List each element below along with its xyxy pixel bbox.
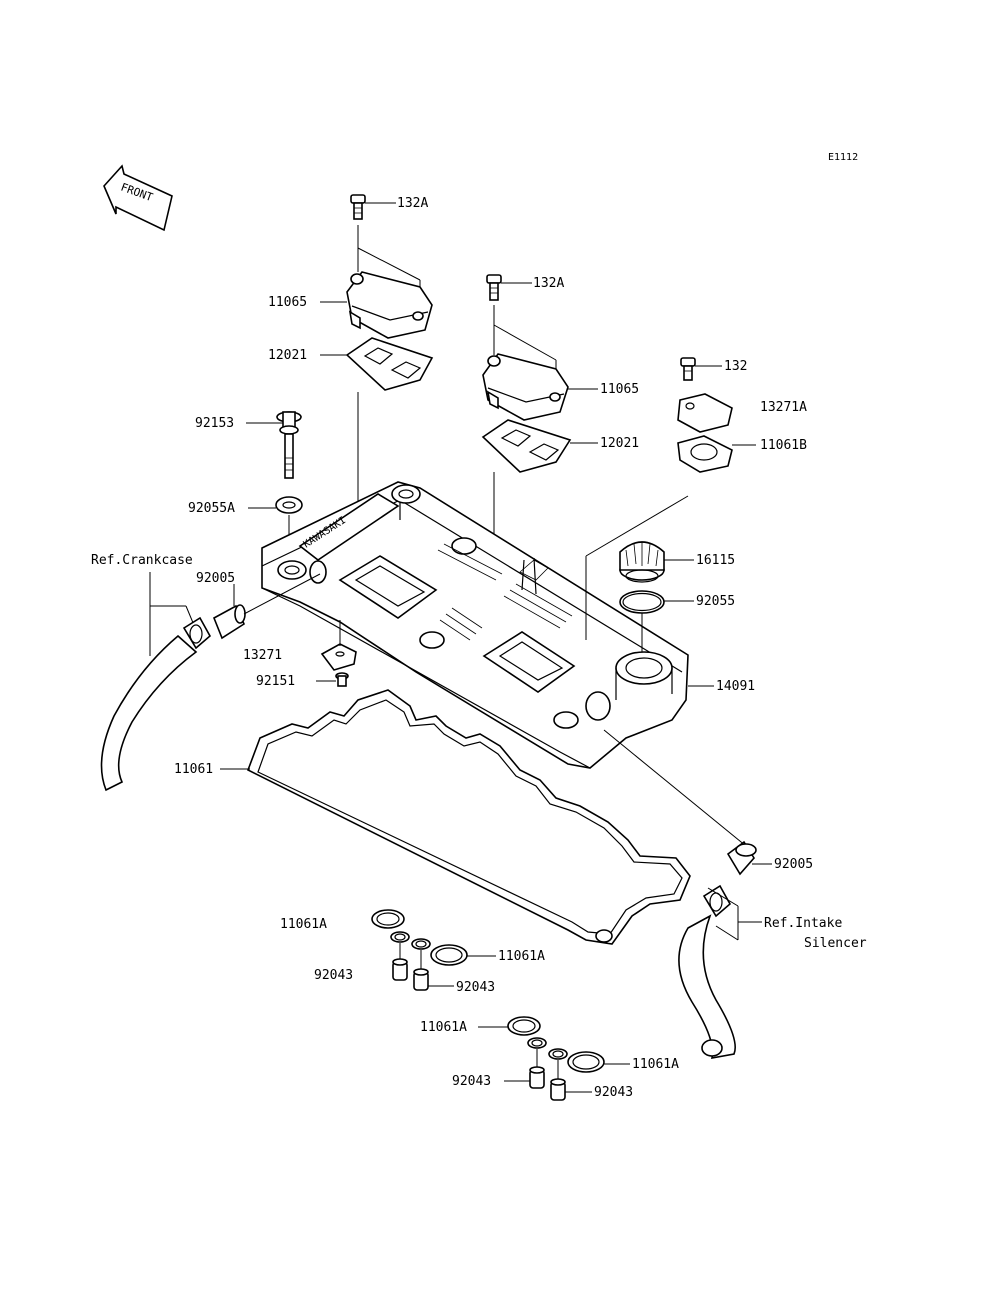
dowel-92043-4 bbox=[550, 1078, 566, 1101]
label-132a-right: 132A bbox=[533, 276, 564, 291]
plate-13271a bbox=[677, 393, 733, 433]
seal-11061a-4 bbox=[567, 1051, 605, 1073]
dowel-92043-1 bbox=[392, 958, 408, 981]
label-11061a-4: 11061A bbox=[632, 1057, 679, 1072]
label-13271a: 13271A bbox=[760, 400, 807, 415]
label-92043-1: 92043 bbox=[314, 968, 353, 983]
label-132a-left: 132A bbox=[397, 196, 428, 211]
gasket-12021-left bbox=[345, 337, 434, 391]
bolt-132a-right bbox=[486, 274, 502, 301]
breather-cover-left bbox=[346, 271, 433, 339]
head-cover-gasket-11061 bbox=[246, 689, 691, 945]
dowel-92043-3 bbox=[529, 1066, 545, 1089]
label-92055a: 92055A bbox=[188, 501, 235, 516]
label-92043-3: 92043 bbox=[452, 1074, 491, 1089]
hose-intake-silencer bbox=[678, 914, 736, 1060]
fitting-92005-right bbox=[726, 840, 757, 876]
oil-filler-cap-16115 bbox=[619, 541, 665, 583]
cylinder-head-cover-14091: KAWASAKI bbox=[261, 481, 689, 769]
washer-small-3 bbox=[527, 1037, 547, 1049]
seal-11061a-3 bbox=[507, 1016, 541, 1036]
label-11061b: 11061B bbox=[760, 438, 807, 453]
label-14091: 14091 bbox=[716, 679, 755, 694]
label-92005-left: 92005 bbox=[196, 571, 235, 586]
seal-11061a-2 bbox=[430, 944, 468, 966]
washer-small-2 bbox=[411, 938, 431, 950]
diagram-id: E1112 bbox=[828, 152, 858, 163]
label-16115: 16115 bbox=[696, 553, 735, 568]
label-11065-right: 11065 bbox=[600, 382, 639, 397]
seal-11061a-1 bbox=[371, 909, 405, 929]
label-ref-intake-1: Ref.Intake bbox=[764, 916, 842, 931]
washer-92055a bbox=[275, 496, 303, 514]
fitting-92005-left bbox=[212, 604, 246, 640]
label-11061: 11061 bbox=[174, 762, 213, 777]
dowel-92043-2 bbox=[413, 968, 429, 991]
label-92043-4: 92043 bbox=[594, 1085, 633, 1100]
bolt-132a-left bbox=[350, 194, 366, 220]
gasket-12021-right bbox=[481, 419, 572, 473]
bolt-92153 bbox=[276, 411, 302, 479]
label-92153: 92153 bbox=[195, 416, 234, 431]
bolt-132 bbox=[680, 357, 696, 381]
breather-cover-right bbox=[482, 353, 569, 421]
hose-clamp-left bbox=[182, 616, 212, 650]
label-11061a-1: 11061A bbox=[280, 917, 327, 932]
label-92043-2: 92043 bbox=[456, 980, 495, 995]
gasket-11061b bbox=[677, 435, 733, 473]
label-ref-intake-2: Silencer bbox=[804, 936, 867, 951]
label-92005-right: 92005 bbox=[774, 857, 813, 872]
label-ref-crankcase: Ref.Crankcase bbox=[91, 553, 193, 568]
front-direction-arrow: FRONT bbox=[103, 164, 173, 232]
label-12021-left: 12021 bbox=[268, 348, 307, 363]
washer-small-1 bbox=[390, 931, 410, 943]
hose-crankcase bbox=[100, 634, 198, 792]
label-13271: 13271 bbox=[243, 648, 282, 663]
label-11065-left: 11065 bbox=[268, 295, 307, 310]
label-12021-right: 12021 bbox=[600, 436, 639, 451]
label-11061a-3: 11061A bbox=[420, 1020, 467, 1035]
label-92055: 92055 bbox=[696, 594, 735, 609]
bracket-13271 bbox=[320, 643, 357, 671]
screw-92151 bbox=[335, 672, 349, 687]
oring-92055 bbox=[619, 590, 665, 614]
label-11061a-2: 11061A bbox=[498, 949, 545, 964]
label-92151: 92151 bbox=[256, 674, 295, 689]
washer-small-4 bbox=[548, 1048, 568, 1060]
hose-clamp-right bbox=[702, 884, 732, 918]
label-132: 132 bbox=[724, 359, 747, 374]
